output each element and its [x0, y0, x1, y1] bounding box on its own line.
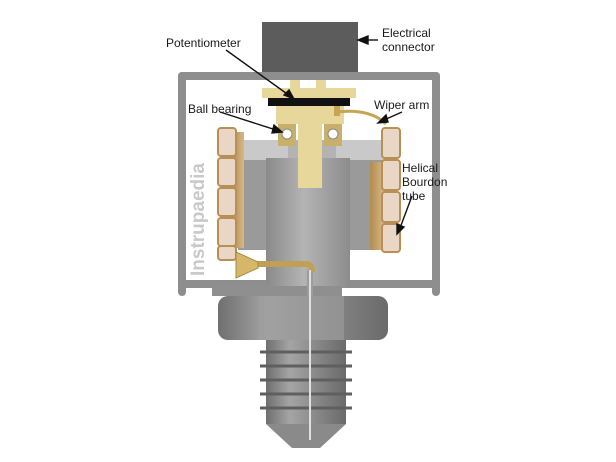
- electrical-connector: [262, 22, 358, 72]
- watermark-text: Instrupaedia: [188, 163, 209, 276]
- label-helical-2: Bourdon: [402, 175, 447, 189]
- label-helical-3: tube: [402, 189, 426, 203]
- potentiometer-assembly: [262, 80, 388, 188]
- potentiometer-element: [268, 98, 350, 106]
- ball-bearings: [278, 124, 342, 146]
- nozzle: [235, 251, 259, 279]
- leader-arrows: [219, 34, 413, 236]
- process-fitting: [218, 270, 388, 448]
- label-potentiometer: Potentiometer: [166, 36, 241, 50]
- helical-bourdon-tube: [217, 127, 401, 261]
- rotating-shaft: [298, 118, 322, 188]
- label-electrical-connector-1: Electrical: [382, 26, 431, 40]
- label-helical-1: Helical: [402, 161, 438, 175]
- label-electrical-connector-2: connector: [382, 40, 435, 54]
- label-wiper-arm: Wiper arm: [374, 98, 429, 112]
- label-ball-bearing: Ball bearing: [188, 102, 251, 116]
- threaded-stem: [266, 340, 346, 424]
